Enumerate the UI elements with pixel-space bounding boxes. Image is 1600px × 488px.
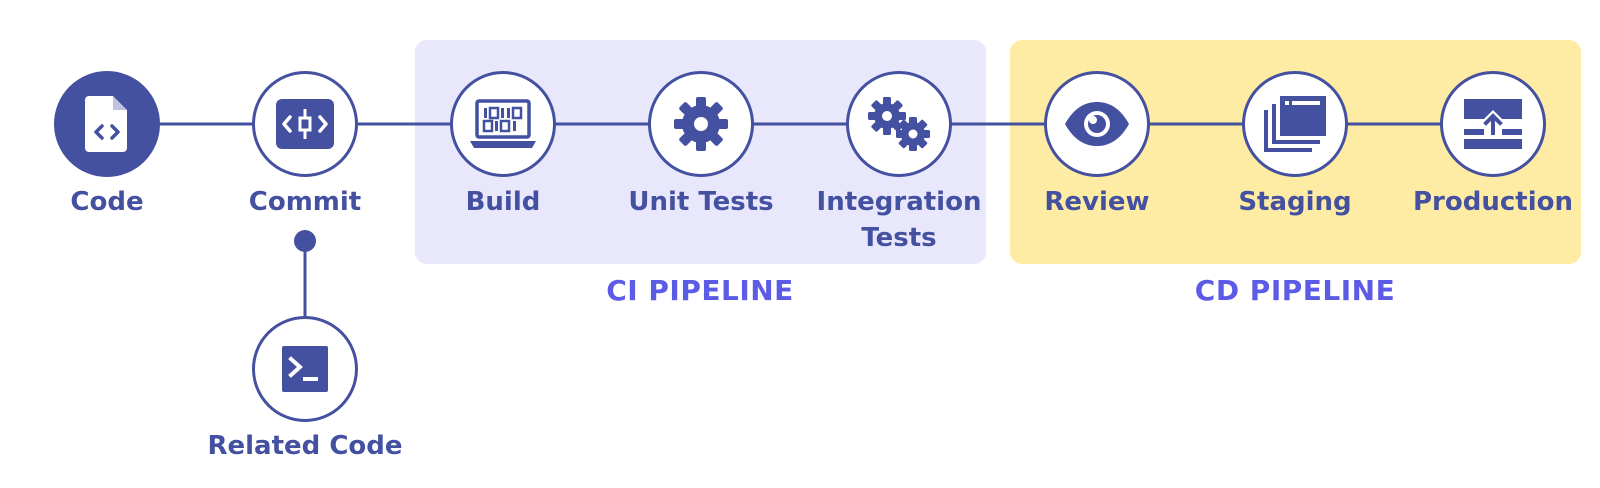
label-review: Review: [1044, 187, 1150, 217]
laptop-binary-icon: [470, 99, 536, 148]
node-integration-tests[interactable]: [846, 71, 952, 177]
label-integration-tests: Integration Tests: [816, 187, 982, 253]
node-related-code[interactable]: [252, 316, 358, 422]
node-production[interactable]: [1440, 71, 1546, 177]
node-staging[interactable]: [1242, 71, 1348, 177]
label-code: Code: [70, 187, 144, 217]
branch-dot: [294, 230, 316, 252]
gears-icon: [868, 97, 930, 151]
commit-icon: [276, 99, 334, 149]
node-review[interactable]: [1044, 71, 1150, 177]
node-unit-tests[interactable]: [648, 71, 754, 177]
cd-pipeline-title: CD PIPELINE: [1194, 274, 1396, 307]
node-commit[interactable]: [252, 71, 358, 177]
node-build[interactable]: [450, 71, 556, 177]
label-build: Build: [465, 187, 541, 217]
gear-icon: [674, 97, 728, 151]
node-code[interactable]: [54, 71, 160, 177]
label-commit: Commit: [248, 187, 362, 217]
terminal-icon: [282, 346, 328, 392]
label-staging: Staging: [1238, 187, 1352, 217]
label-unit-tests: Unit Tests: [628, 187, 774, 217]
ci-pipeline-title: CI PIPELINE: [606, 274, 794, 307]
label-related-code: Related Code: [207, 431, 403, 461]
upload-box-icon: [1464, 99, 1522, 149]
code-file-icon: [85, 96, 127, 152]
stacked-windows-icon: [1264, 96, 1326, 152]
eye-icon: [1065, 102, 1129, 146]
label-production: Production: [1413, 187, 1573, 217]
